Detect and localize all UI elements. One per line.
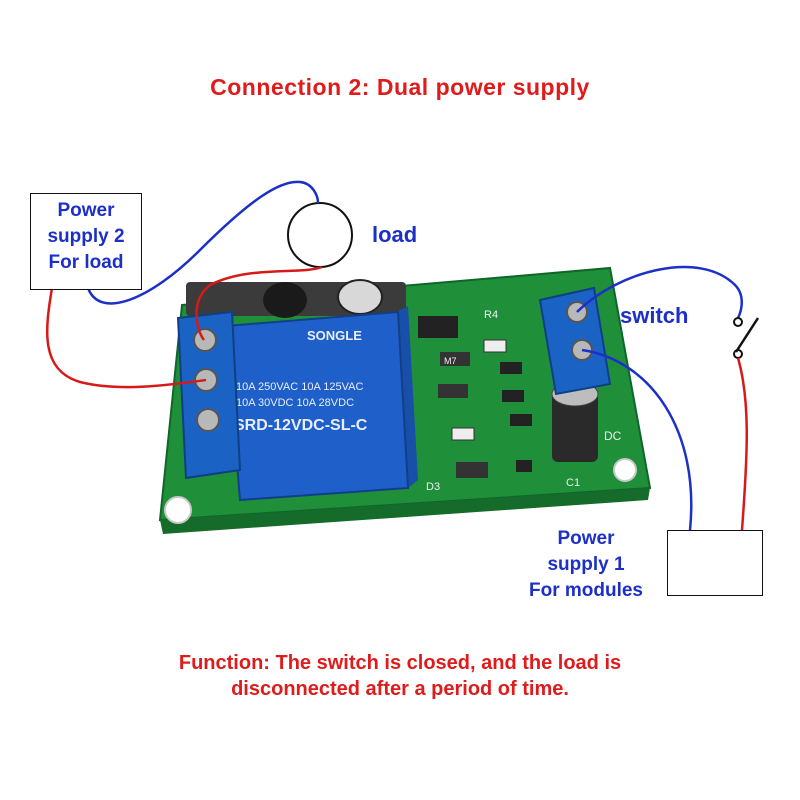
psu1-line1: Power — [557, 528, 615, 549]
switch-label: switch — [620, 303, 689, 328]
mount-hole — [613, 458, 637, 482]
diagram-title: Connection 2: Dual power supply — [210, 74, 590, 100]
pcb-label-dc: DC — [604, 429, 622, 443]
pcb-label-r4: R4 — [484, 309, 498, 321]
function-line1: Function: The switch is closed, and the … — [178, 652, 622, 674]
relay-rating-2: 10A 30VDC 10A 28VDC — [236, 397, 354, 409]
pcb-label-d3: D3 — [426, 481, 440, 493]
mount-hole — [164, 496, 192, 524]
power-supply-2-label: Power supply 2 For load — [30, 198, 142, 276]
switch-terminal — [733, 317, 743, 327]
pcb-label-c1: C1 — [566, 477, 580, 489]
psu2-line3: For load — [48, 252, 124, 273]
pcb-label-m7: M7 — [444, 356, 457, 366]
function-line2: disconnected after a period of time. — [231, 678, 569, 700]
smd-transistor — [516, 460, 532, 472]
ic-chip — [418, 316, 458, 338]
relay-rating-1: 10A 250VAC 10A 125VAC — [236, 381, 363, 393]
back-capacitor — [337, 279, 383, 315]
smd-led — [483, 339, 507, 353]
capacitor-body — [552, 392, 598, 462]
switch-lever — [734, 317, 760, 353]
dc-terminal-block — [538, 286, 612, 396]
psu2-line1: Power — [57, 200, 115, 221]
smd-resistor — [502, 390, 524, 402]
relay-terminal-block — [176, 310, 242, 480]
wire-blue — [86, 180, 320, 305]
relay-brand: SONGLE — [307, 328, 362, 343]
smd-resistor — [500, 362, 522, 374]
psu1-line3: For modules — [528, 580, 643, 601]
smd-diode — [456, 462, 488, 478]
wire-blue — [581, 348, 693, 531]
wire-blue — [576, 265, 743, 319]
relay-side — [396, 306, 418, 488]
psu1-line2: supply 1 — [547, 554, 625, 575]
wire-red — [195, 265, 323, 341]
load-label: load — [372, 222, 418, 247]
wire-red — [46, 287, 207, 389]
pcb-edge — [160, 488, 650, 534]
smd-resistor — [510, 414, 532, 426]
load-symbol — [287, 202, 353, 268]
wire-red — [736, 357, 748, 531]
relay-model: SRD-12VDC-SL-C — [234, 417, 368, 434]
power-supply-2-box — [30, 193, 142, 290]
terminal-screw — [196, 408, 220, 432]
smd-diode — [438, 384, 468, 398]
smd-led — [451, 427, 475, 441]
back-capacitor — [263, 282, 307, 318]
psu2-line2: supply 2 — [47, 226, 125, 247]
power-supply-1-box — [667, 530, 763, 596]
power-supply-1-label: Power supply 1 For modules — [500, 526, 672, 604]
function-description: Function: The switch is closed, and the … — [100, 650, 700, 702]
smd-diode — [440, 352, 470, 366]
terminal-screw — [193, 328, 217, 352]
